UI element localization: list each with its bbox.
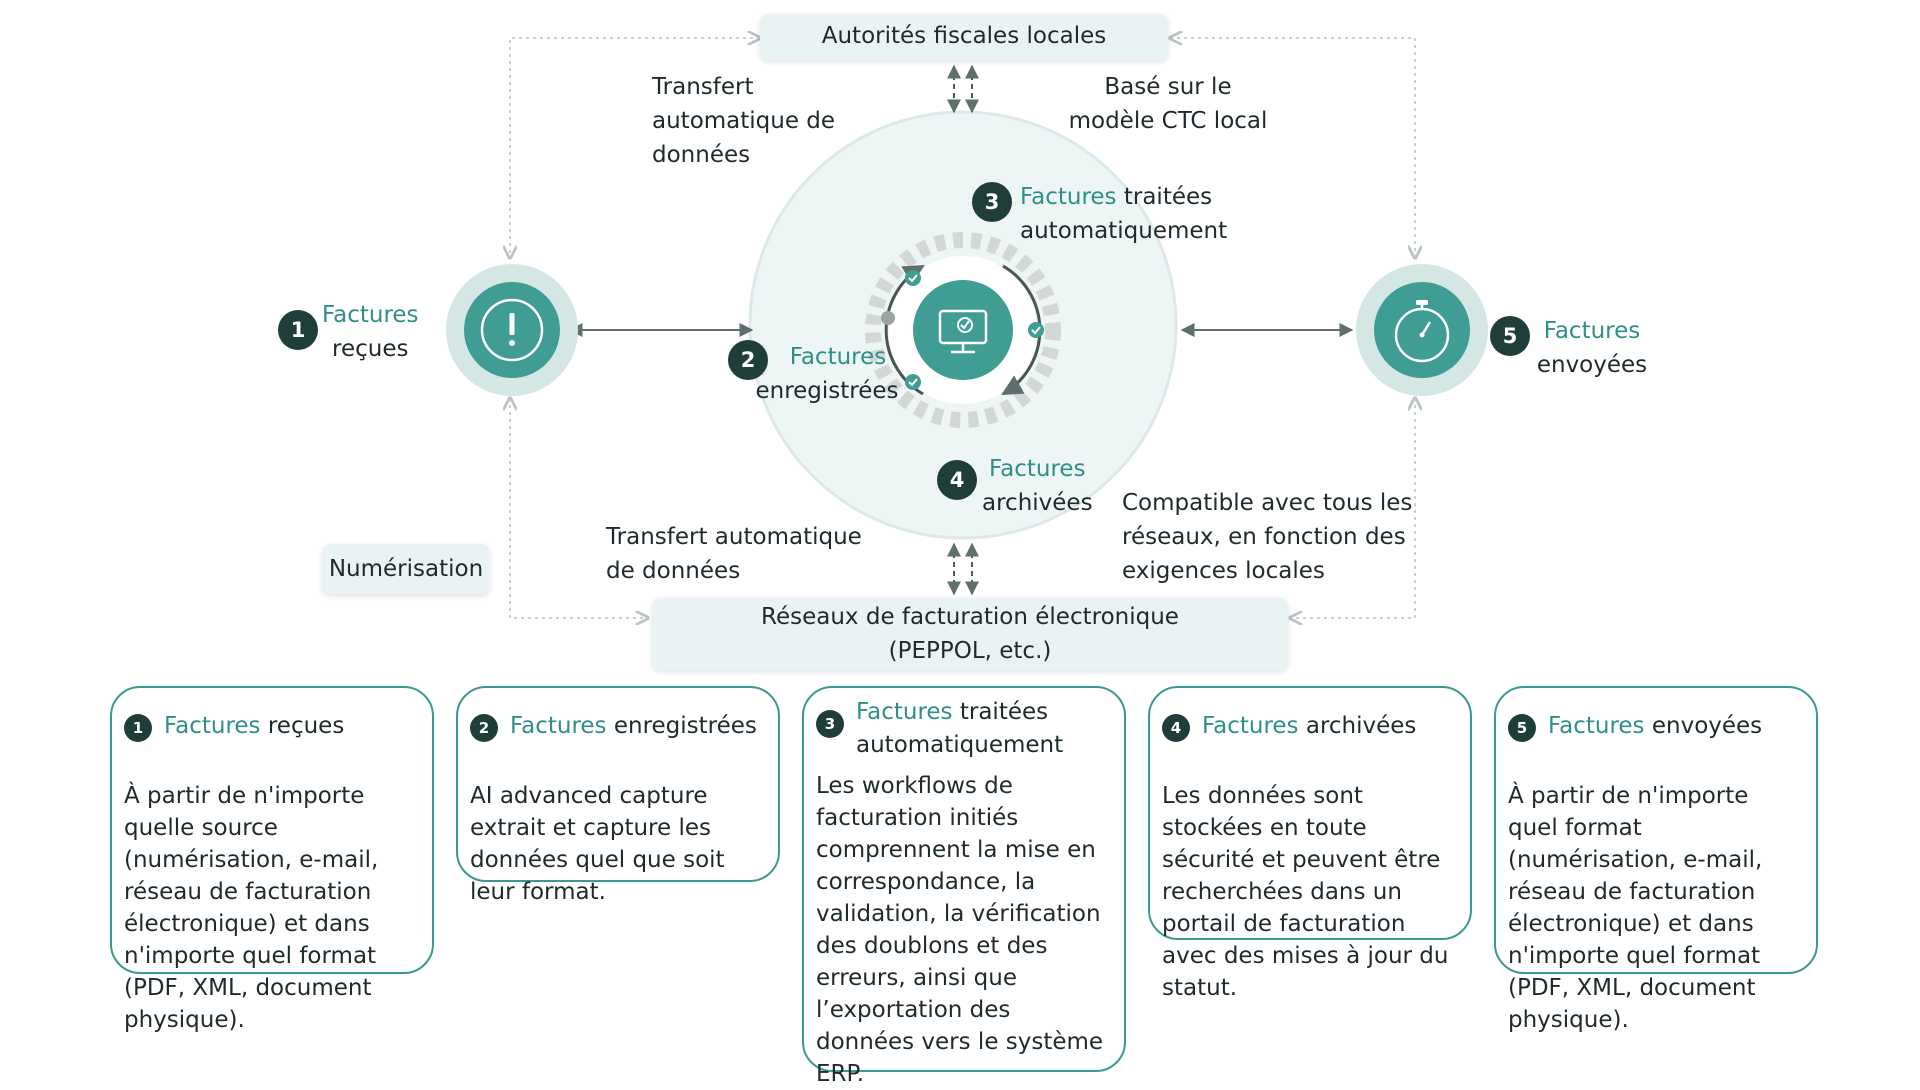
card-description: Les workflows de facturation initiés com… [816,773,1104,1087]
sent-node-stopwatch-icon [1356,264,1488,396]
card-step-3: 3 Factures traitées automatiquement Les … [802,686,1126,1087]
dotted-loop [510,38,1415,618]
processing-gear-icon [865,232,1061,428]
step-4-label: Factures archivées [982,456,1093,516]
step-3-badge: 3 [972,182,1012,222]
step-5-badge: 5 [1490,316,1530,356]
card-description: Les données sont stockées en toute sécur… [1162,783,1449,1001]
card-step-2: 2 Factures enregistrées AI advanced capt… [456,686,780,905]
card-step-5: 5 Factures envoyées À partir de n'import… [1494,686,1818,1033]
step-1-badge: 1 [278,310,318,350]
annotation-ctc-model: Basé sur le modèle CTC local [1068,74,1268,134]
card-description: À partir de n'importe quel format (numér… [1508,783,1763,1033]
annotation-transfer-top: Transfert automatique de données [652,74,836,168]
card-description: AI advanced capture extrait et capture l… [470,783,725,905]
annotation-transfer-bottom: Transfert automatique de données [606,524,862,584]
card-badge: 2 [470,714,498,742]
card-badge: 1 [124,714,152,742]
card-badge: 4 [1162,714,1190,742]
card-badge: 5 [1508,714,1536,742]
card-step-4: 4 Factures archivées Les données sont st… [1148,686,1472,1001]
tax-authorities-box: Autorités fiscales locales [760,14,1168,60]
digitization-box: Numérisation [322,544,490,594]
card-step-1: 1 Factures reçues À partir de n'importe … [110,686,434,1033]
annotation-compatible: Compatible avec tous les réseaux, en fon… [1122,490,1413,584]
step-1-label: Factures reçues [322,302,419,362]
step-4-badge: 4 [937,460,977,500]
card-description: À partir de n'importe quelle source (num… [124,783,379,1033]
step-2-label: Factures enregistrées [755,344,899,404]
received-node-icon [446,264,578,396]
step-3-label: Factures traitées automatiquement [1020,184,1228,244]
card-badge: 3 [816,710,844,738]
step-5-label: Factures envoyées [1536,318,1648,378]
step-2-badge: 2 [728,340,768,380]
vertical-links [947,64,979,596]
e-invoicing-networks-box: Réseaux de facturation électronique (PEP… [652,598,1288,670]
